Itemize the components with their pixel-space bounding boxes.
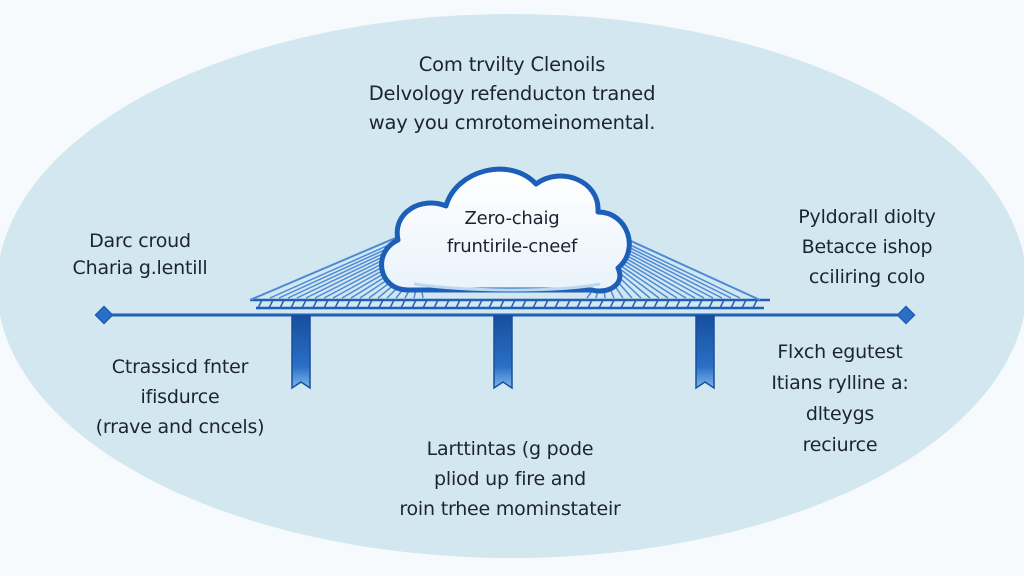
diamond-icon xyxy=(896,305,916,325)
deck-slat xyxy=(422,299,428,309)
deck-slat xyxy=(367,299,373,309)
deck-slat xyxy=(609,299,615,309)
deck-slat xyxy=(455,299,461,309)
deck-hatch-line xyxy=(619,239,741,299)
cloud-label-line: fruntirile-cneef xyxy=(446,236,578,257)
right-upper-label-line: Betacce ishop xyxy=(801,236,933,258)
deck-slat xyxy=(433,299,439,309)
left-lower-label-line: ifisdurce xyxy=(140,386,220,408)
pillar-icon xyxy=(493,315,513,390)
right-lower-label: Flxch egutest Itians rylline a: dlteygs … xyxy=(740,337,940,461)
deck-hatch-line xyxy=(269,239,401,299)
deck-slat xyxy=(466,299,472,309)
deck-hatch-line xyxy=(614,248,705,299)
left-lower-label: Ctrassicd fnter ifisdurce (rrave and cnc… xyxy=(60,352,300,442)
deck-hatch-line xyxy=(618,241,732,299)
deck-slat xyxy=(675,299,681,309)
deck-slat xyxy=(477,299,483,309)
deck-slat xyxy=(642,299,648,309)
deck-slope xyxy=(619,235,761,301)
bottom-description-line: roin trhee mominstateir xyxy=(399,498,621,520)
deck-slat xyxy=(631,299,637,309)
top-description-line: Com trvilty Clenoils xyxy=(418,53,606,76)
deck-slat xyxy=(576,299,582,309)
right-lower-label-line: dlteygs xyxy=(805,403,875,425)
bottom-description-line: Larttintas (g pode xyxy=(426,438,594,460)
deck-slat xyxy=(730,299,736,309)
right-upper-label-line: cciliring colo xyxy=(808,266,926,288)
cloud-label-line: Zero-chaig xyxy=(464,208,560,229)
deck-slat xyxy=(521,299,527,309)
deck-slat xyxy=(598,299,604,309)
deck-slat xyxy=(334,299,340,309)
right-lower-label-line: Itians rylline a: xyxy=(771,372,909,394)
top-description-line: way you cmrotomeinomental. xyxy=(368,111,656,134)
deck-slat xyxy=(488,299,494,309)
deck-slat xyxy=(719,299,725,309)
deck-slat xyxy=(444,299,450,309)
deck-slat xyxy=(664,299,670,309)
deck-slat xyxy=(510,299,516,309)
deck-slat xyxy=(356,299,362,309)
deck-slat xyxy=(301,299,307,309)
cloud-label: Zero-chaig fruntirile-cneef xyxy=(392,205,632,261)
right-upper-label: Pyldorall diolty Betacce ishop cciliring… xyxy=(762,202,972,292)
right-lower-label-line: Flxch egutest xyxy=(777,341,903,363)
deck-slat xyxy=(312,299,318,309)
deck-slat xyxy=(554,299,560,309)
deck-slat xyxy=(378,299,384,309)
cloud-icon xyxy=(379,166,632,294)
pillar-icon xyxy=(291,315,311,390)
deck-slat xyxy=(323,299,329,309)
deck-slat xyxy=(268,299,274,309)
deck-slat xyxy=(697,299,703,309)
bottom-description-line: pliod up fire and xyxy=(434,468,586,490)
deck-slat xyxy=(543,299,549,309)
deck-slat xyxy=(257,299,263,309)
deck-slat xyxy=(686,299,692,309)
deck-slat xyxy=(565,299,571,309)
left-lower-label-line: Ctrassicd fnter xyxy=(111,356,249,378)
deck-slat xyxy=(741,299,747,309)
diamond-icon xyxy=(94,305,114,325)
top-description: Com trvilty Clenoils Delvology refenduct… xyxy=(312,50,712,137)
right-upper-label-line: Pyldorall diolty xyxy=(798,206,936,228)
right-lower-label-line: reciurce xyxy=(802,434,878,456)
deck-hatch-line xyxy=(278,241,402,299)
deck-slat xyxy=(499,299,505,309)
deck-slat xyxy=(411,299,417,309)
deck-slat xyxy=(532,299,538,309)
deck-slat xyxy=(752,299,758,309)
top-description-line: Delvology refenducton traned xyxy=(368,82,656,105)
left-upper-label-line: Darc croud xyxy=(89,230,191,252)
left-upper-label: Darc croud Charia g.lentill xyxy=(40,228,240,282)
deck-slat xyxy=(279,299,285,309)
deck-slat xyxy=(587,299,593,309)
deck-slat xyxy=(620,299,626,309)
deck-slat xyxy=(345,299,351,309)
pillar-icon xyxy=(695,315,715,390)
deck-slat xyxy=(653,299,659,309)
left-upper-label-line: Charia g.lentill xyxy=(72,257,208,279)
deck-slat xyxy=(389,299,395,309)
deck-hatch-line xyxy=(617,244,723,299)
deck-hatch-line xyxy=(616,246,714,299)
left-lower-label-line: (rrave and cncels) xyxy=(95,416,265,438)
deck-slat xyxy=(400,299,406,309)
deck-slat xyxy=(290,299,296,309)
deck-slope xyxy=(249,235,401,301)
bottom-description: Larttintas (g pode pliod up fire and roi… xyxy=(340,434,680,524)
deck-slat xyxy=(708,299,714,309)
